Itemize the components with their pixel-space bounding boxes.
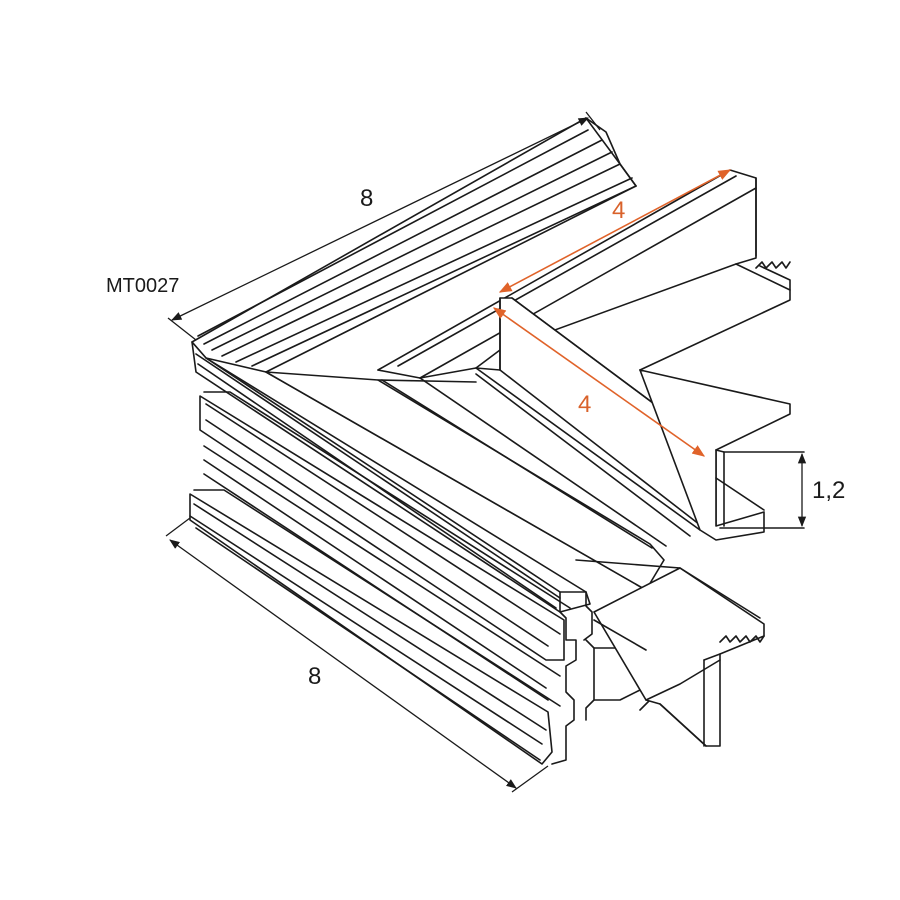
- track-profile: [189, 117, 805, 765]
- lower-foot: [575, 559, 765, 747]
- product-code-label: MT0027: [106, 275, 179, 297]
- dimension-height: 1,2: [797, 452, 845, 528]
- ridge-teeth-upper: [755, 261, 791, 269]
- dim-label-branch-upper: 4: [612, 197, 625, 224]
- dimension-top-length: 8: [167, 111, 601, 341]
- dimension-bottom-length: 8: [165, 517, 549, 793]
- top-rail-left-arm: [191, 117, 637, 373]
- dimension-branch-lower: 4: [492, 307, 706, 457]
- ridge-teeth-lower: [719, 635, 765, 643]
- dim-label-branch-lower: 4: [578, 391, 591, 418]
- dim-label-height: 1,2: [812, 477, 845, 504]
- dim-label-top-length: 8: [360, 185, 373, 212]
- dimension-branch-upper: 4: [498, 169, 732, 293]
- dim-label-bottom-length: 8: [308, 663, 321, 690]
